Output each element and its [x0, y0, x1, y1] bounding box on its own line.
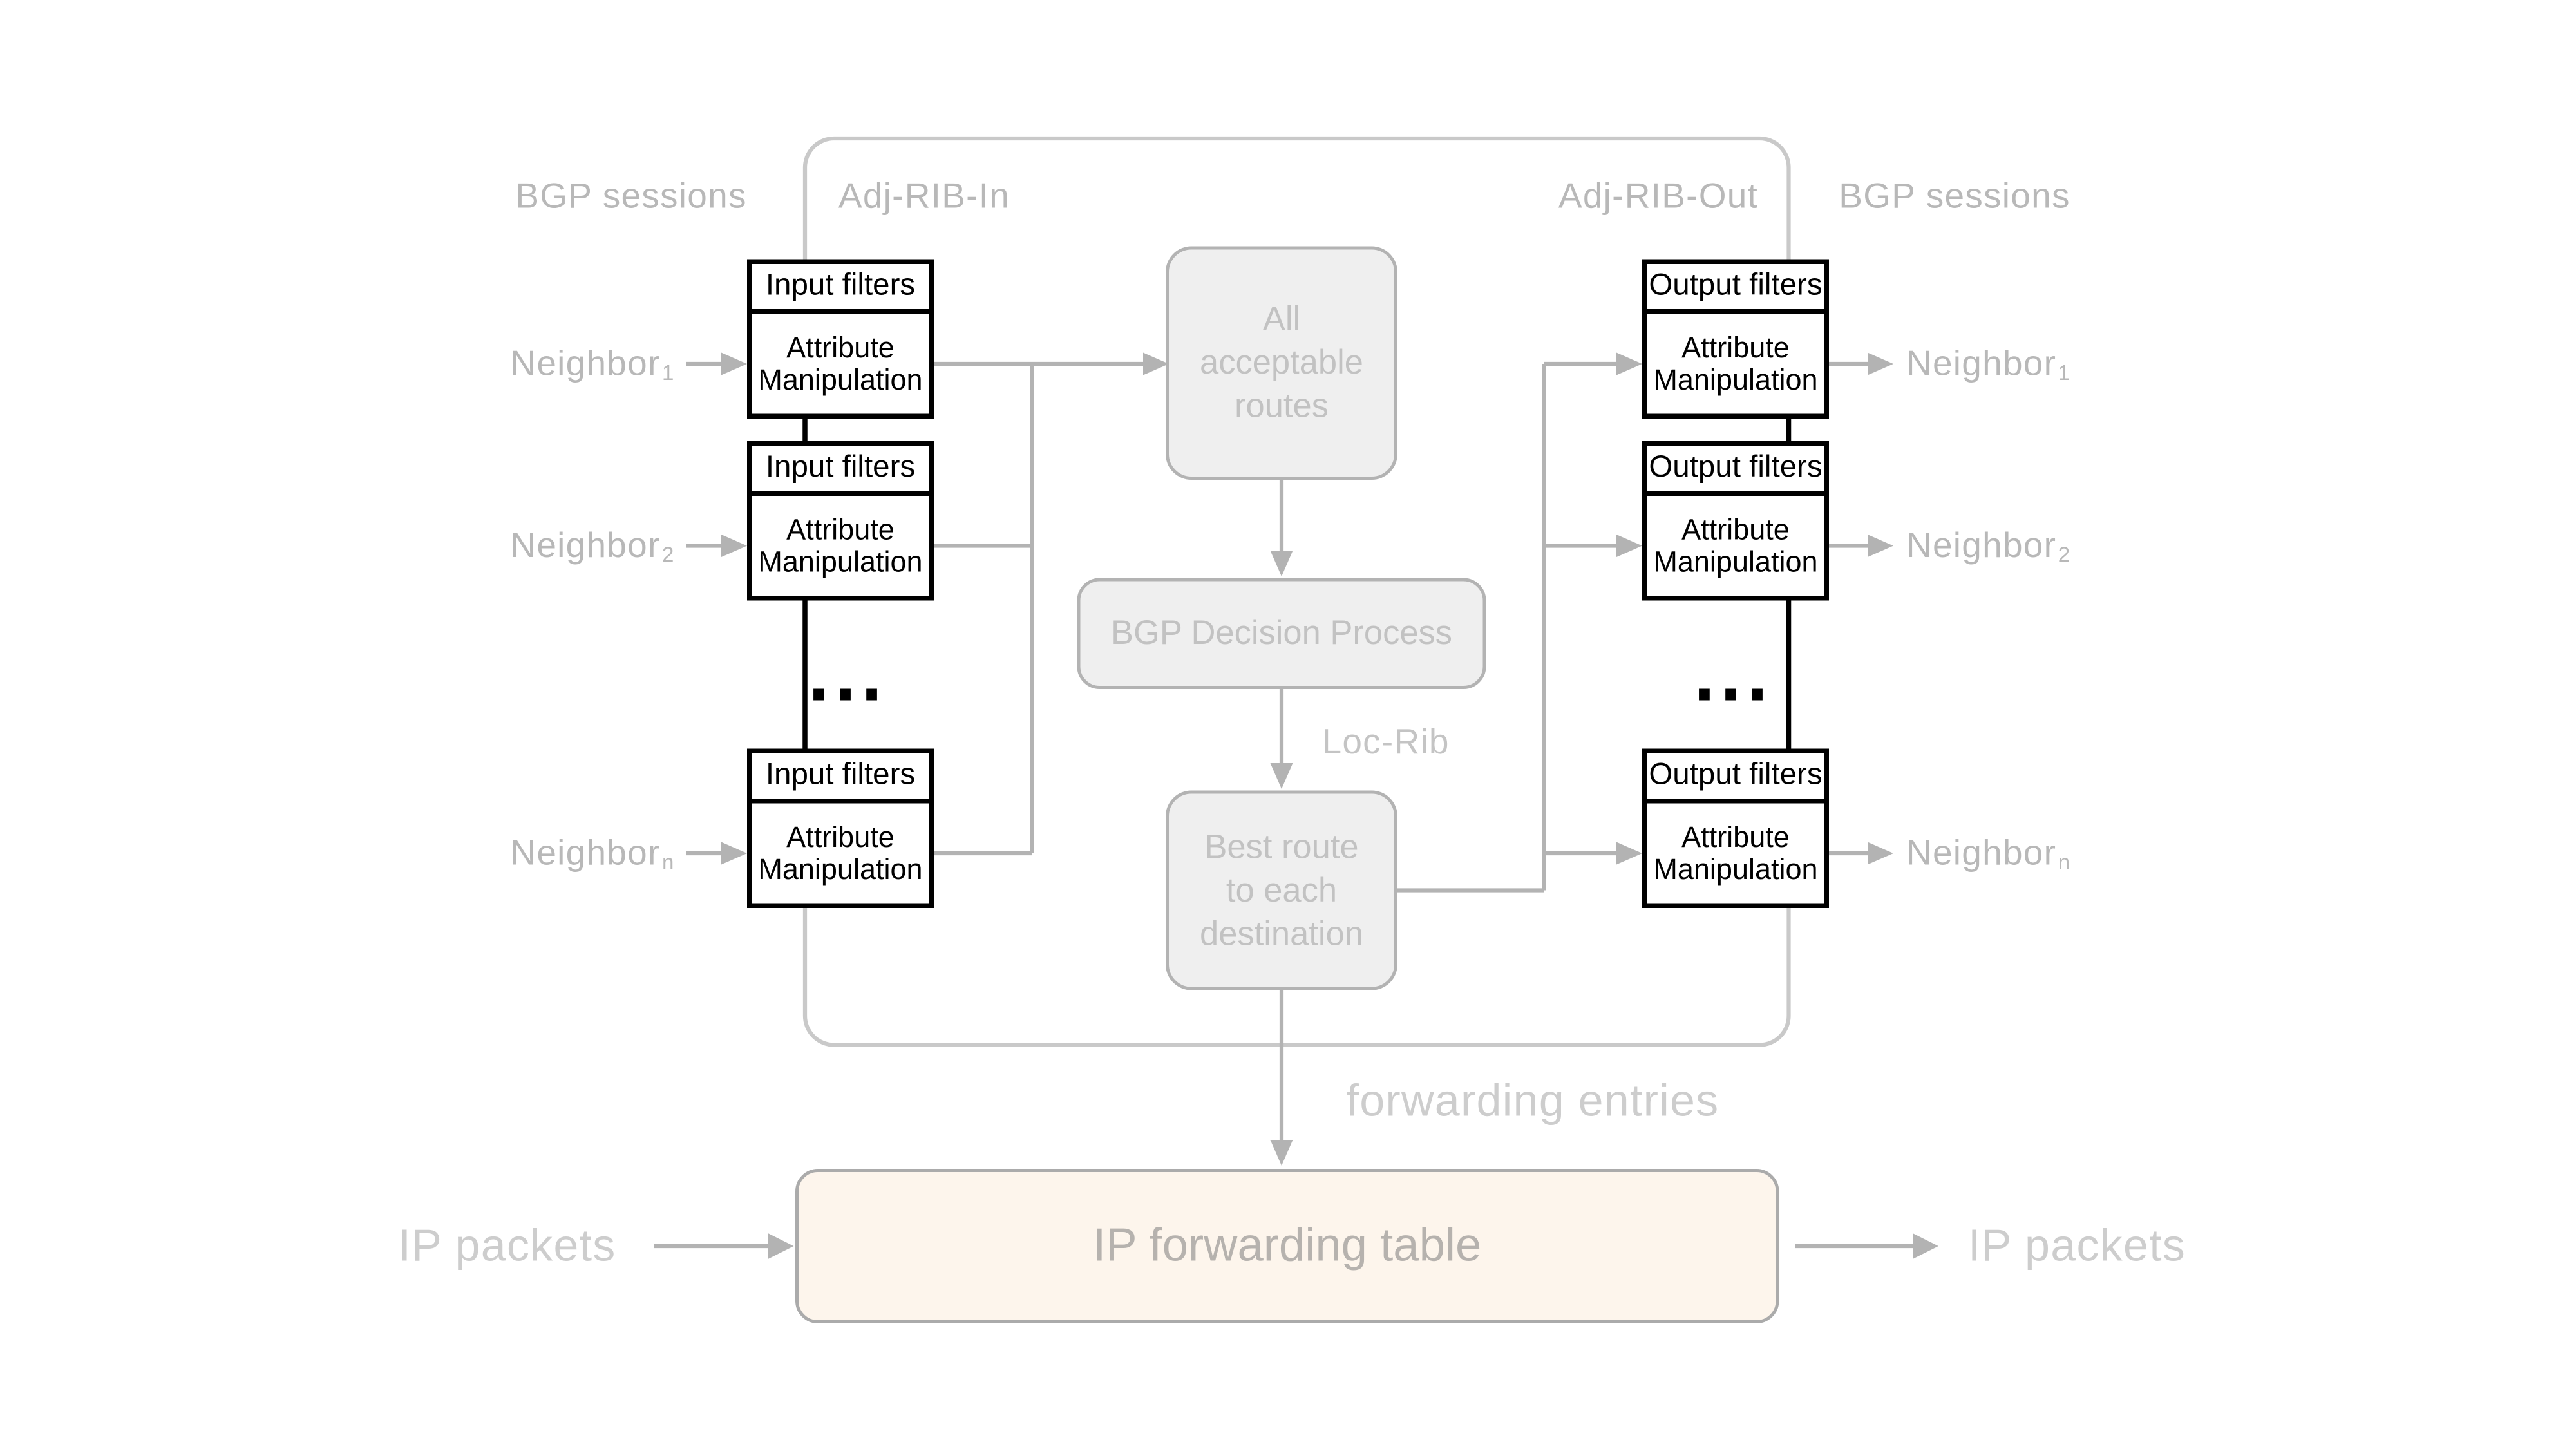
output-filter-header: Output filters [1647, 446, 1824, 496]
label-bgp-sessions-left: BGP sessions [515, 175, 747, 216]
arrowhead [1868, 535, 1893, 557]
arrowhead [721, 842, 747, 865]
panel-line: acceptable [1200, 345, 1363, 382]
neighbor-subscript: 2 [2058, 542, 2071, 567]
label-ip-packets-right: IP packets [1967, 1220, 2186, 1271]
body-line: Attribute [786, 513, 895, 546]
arrowhead [1868, 352, 1893, 375]
label-bgp-sessions-right: BGP sessions [1839, 175, 2070, 216]
body-line: Manipulation [758, 853, 923, 886]
panel-line: Best route [1204, 828, 1359, 866]
all-acceptable-routes-box: All acceptable routes [1166, 246, 1397, 480]
neighbor-base: Neighbor [1906, 343, 2057, 384]
arrowhead [768, 1233, 794, 1259]
arrowhead [1616, 352, 1642, 375]
bgp-decision-process-box: BGP Decision Process [1077, 578, 1486, 689]
body-line: Manipulation [1653, 853, 1818, 886]
body-line: Attribute [786, 821, 895, 853]
arrowhead [1868, 842, 1893, 865]
label-adj-rib-out: Adj-RIB-Out [1558, 175, 1759, 216]
body-line: Attribute [1681, 821, 1790, 853]
arrowhead [1913, 1233, 1938, 1259]
neighbor-base: Neighbor [1906, 832, 2057, 873]
panel-line: BGP Decision Process [1110, 615, 1453, 652]
ip-forwarding-table-box: IP forwarding table [795, 1169, 1779, 1323]
neighbor-base: Neighbor [510, 343, 661, 384]
body-line: Attribute [1681, 332, 1790, 364]
body-line: Attribute [786, 332, 895, 364]
arrowhead [1270, 1140, 1293, 1166]
neighbor-subscript: 2 [662, 542, 675, 567]
panel-line: routes [1235, 388, 1329, 426]
output-filter-header: Output filters [1647, 264, 1824, 314]
input-filter-header: Input filters [752, 753, 929, 804]
ellipsis-output-boxes: ... [1692, 644, 1772, 715]
arrowhead [1143, 352, 1169, 375]
neighbor-subscript: 1 [2058, 360, 2071, 385]
body-line: Manipulation [758, 364, 923, 396]
body-line: Manipulation [758, 545, 923, 578]
neighbor-base: Neighbor [510, 525, 661, 565]
panel-line: All [1262, 301, 1301, 339]
neighbor-base: Neighbor [510, 832, 661, 873]
arrowhead [1616, 842, 1642, 865]
neighbor-subscript: 1 [662, 360, 675, 385]
output-filter-header: Output filters [1647, 753, 1824, 804]
body-line: Manipulation [1653, 545, 1818, 578]
neighbor-subscript: n [662, 849, 675, 875]
label-loc-rib: Loc-Rib [1321, 721, 1450, 762]
input-filter-header: Input filters [752, 264, 929, 314]
arrowhead [1616, 535, 1642, 557]
arrowhead [1270, 763, 1293, 789]
ip-forwarding-table-label: IP forwarding table [1093, 1219, 1482, 1271]
arrowhead [1270, 551, 1293, 576]
panel-line: to each [1226, 871, 1338, 909]
body-line: Manipulation [1653, 364, 1818, 396]
panel-line: destination [1200, 915, 1363, 952]
label-forwarding-entries: forwarding entries [1346, 1075, 1719, 1126]
arrowhead [721, 535, 747, 557]
best-route-box: Best route to each destination [1166, 790, 1397, 990]
arrowhead [721, 352, 747, 375]
neighbor-base: Neighbor [1906, 525, 2057, 565]
neighbor-subscript: n [2058, 849, 2071, 875]
label-ip-packets-left: IP packets [398, 1220, 616, 1271]
input-filter-header: Input filters [752, 446, 929, 496]
label-adj-rib-in: Adj-RIB-In [838, 175, 1010, 216]
ellipsis-input-boxes: ... [807, 644, 887, 715]
body-line: Attribute [1681, 513, 1790, 546]
